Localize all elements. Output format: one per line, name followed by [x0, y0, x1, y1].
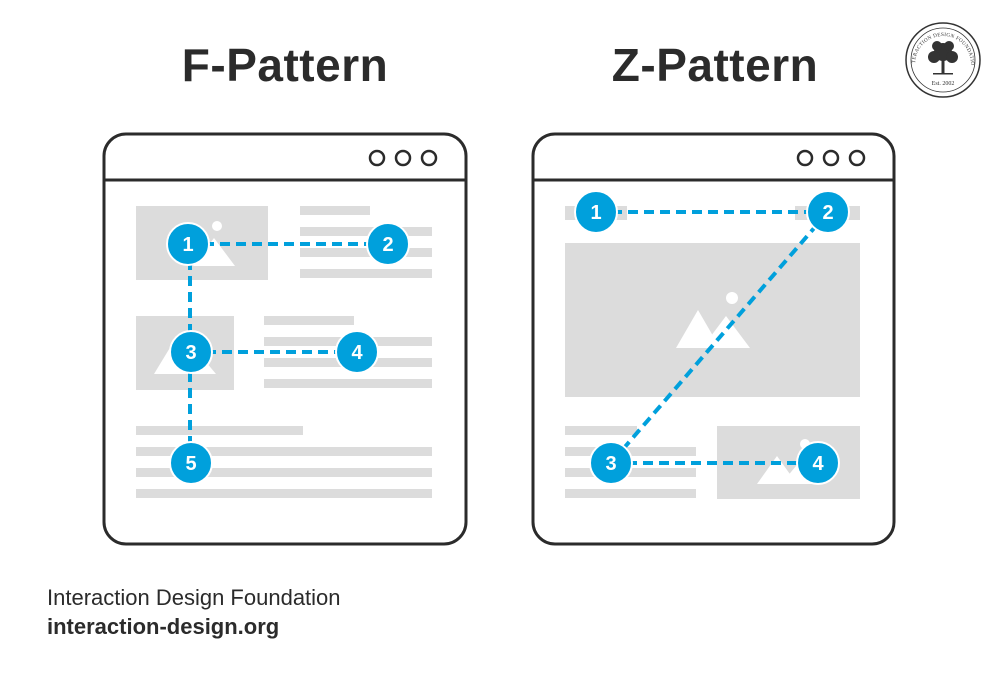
z-step-3: 3 [589, 441, 633, 485]
svg-text:3: 3 [185, 342, 196, 364]
z-step-1: 1 [574, 190, 618, 234]
z-step-2: 2 [806, 190, 850, 234]
window-dot-icon [420, 149, 438, 167]
f-pattern-window: 1 2 3 4 5 [102, 132, 468, 546]
z-pattern-title: Z-Pattern [611, 39, 819, 91]
svg-text:3: 3 [605, 453, 616, 475]
idf-logo: INTERACTION DESIGN FOUNDATION Est. 2002 [0, 0, 981, 98]
svg-text:2: 2 [822, 202, 833, 224]
f-step-3: 3 [169, 330, 213, 374]
window-dot-icon [796, 149, 814, 167]
svg-text:1: 1 [182, 234, 193, 256]
f-pattern-title: F-Pattern [181, 39, 389, 91]
window-dot-icon [368, 149, 386, 167]
f-step-1: 1 [166, 222, 210, 266]
footer-url[interactable]: interaction-design.org [47, 614, 280, 639]
f-scan-path [188, 242, 388, 462]
mountain-icon [676, 310, 720, 348]
text-lines [300, 206, 432, 278]
mountain-icon [702, 316, 750, 348]
window-dot-icon [394, 149, 412, 167]
svg-text:1: 1 [590, 202, 601, 224]
svg-text:5: 5 [185, 453, 196, 475]
logo-est-text: Est. 2002 [932, 81, 955, 87]
window-dot-icon [822, 149, 840, 167]
window-dot-icon [848, 149, 866, 167]
logo-arc-text: INTERACTION DESIGN FOUNDATION [0, 0, 975, 65]
z-step-4: 4 [796, 441, 840, 485]
tree-icon [928, 41, 958, 75]
f-step-5: 5 [169, 441, 213, 485]
svg-text:2: 2 [382, 234, 393, 256]
footer-org-name: Interaction Design Foundation [47, 585, 341, 610]
f-step-2: 2 [366, 222, 410, 266]
sun-icon [212, 221, 222, 231]
sun-icon [726, 292, 738, 304]
hero-image-placeholder [565, 243, 860, 397]
svg-text:4: 4 [812, 453, 824, 475]
f-step-4: 4 [335, 330, 379, 374]
z-pattern-window: 1 2 3 4 [531, 132, 896, 546]
text-lines [136, 426, 432, 498]
z-scan-path [596, 210, 830, 465]
svg-text:4: 4 [351, 342, 363, 364]
